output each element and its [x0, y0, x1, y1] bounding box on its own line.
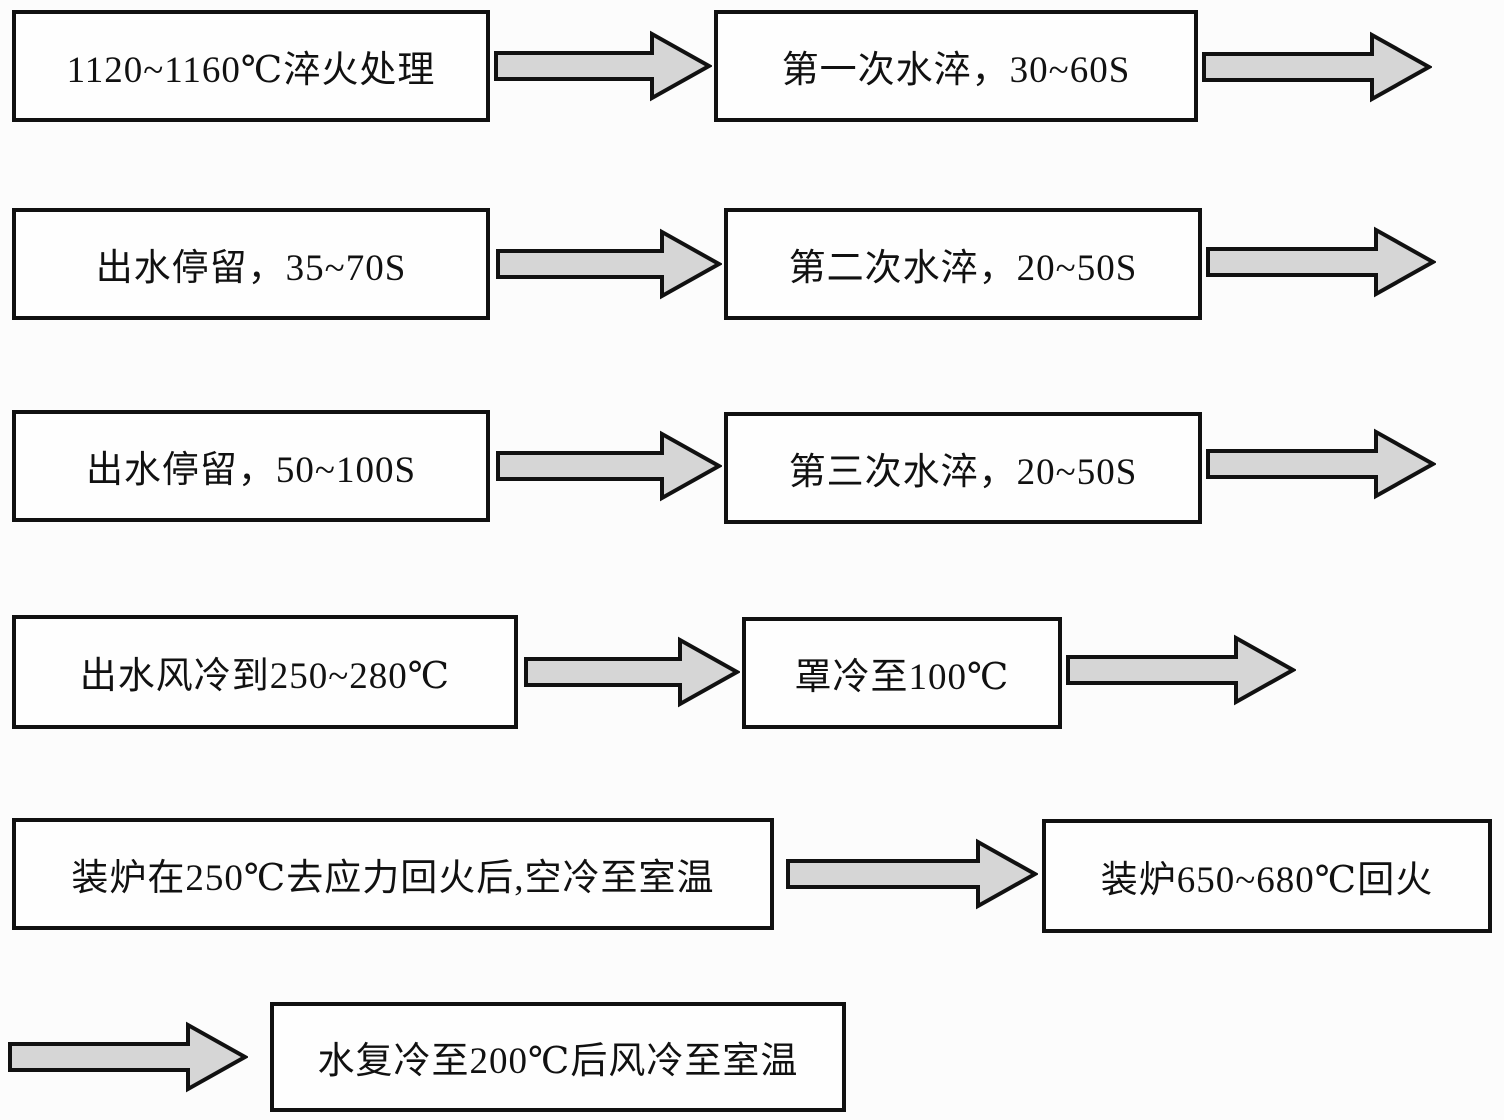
flow-step-water-hold-1: 出水停留，35~70S: [12, 208, 490, 320]
flow-step-cover-cool-100: 罩冷至100℃: [742, 617, 1062, 729]
flow-arrow-icon: [494, 26, 714, 111]
flow-arrow-icon: [8, 1017, 250, 1102]
flow-arrow-icon: [1202, 27, 1434, 112]
flow-step-water-hold-2: 出水停留，50~100S: [12, 410, 490, 522]
flow-step-first-water-quench: 第一次水淬，30~60S: [714, 10, 1198, 122]
flow-arrow-icon: [496, 224, 724, 309]
flow-step-third-water-quench: 第三次水淬，20~50S: [724, 412, 1202, 524]
flow-arrow-icon: [1066, 630, 1298, 715]
flow-step-second-water-quench: 第二次水淬，20~50S: [724, 208, 1202, 320]
flow-step-water-recool-200: 水复冷至200℃后风冷至室温: [270, 1002, 846, 1112]
flow-step-stress-relief-temper: 装炉在250℃去应力回火后,空冷至室温: [12, 818, 774, 930]
flow-arrow-icon: [1206, 424, 1438, 509]
flow-arrow-icon: [524, 632, 742, 717]
flow-arrow-icon: [496, 426, 724, 511]
flow-step-air-cool-250-280: 出水风冷到250~280℃: [12, 615, 518, 729]
flow-step-quench-treatment: 1120~1160℃淬火处理: [12, 10, 490, 122]
flow-step-furnace-temper-650-680: 装炉650~680℃回火: [1042, 819, 1492, 933]
flow-arrow-icon: [1206, 222, 1438, 307]
flow-arrow-icon: [786, 834, 1040, 919]
